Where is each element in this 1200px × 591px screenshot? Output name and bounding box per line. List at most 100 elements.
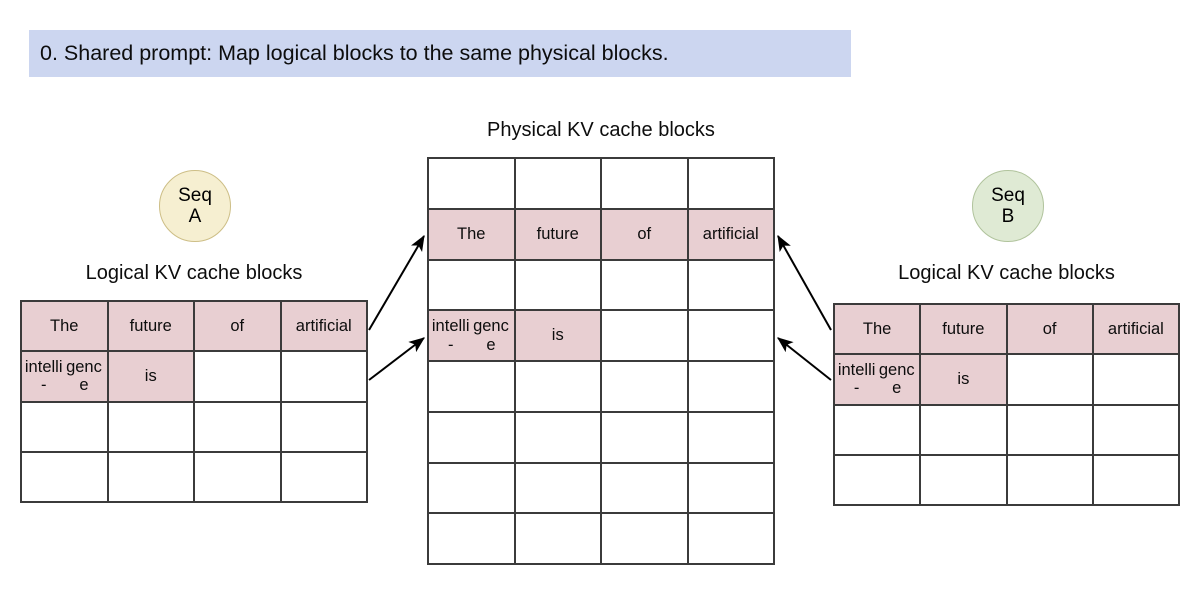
kv-cell [688, 514, 775, 565]
physical-kv-grid: The future of artificial intelli-gence is [427, 157, 775, 565]
kv-cell-text: is [957, 370, 970, 389]
kv-cell-text: gence [878, 360, 915, 398]
kv-cell: future [108, 302, 195, 353]
seq-b-label-line2: B [1001, 206, 1015, 227]
kv-cell-text: of [1042, 319, 1057, 338]
seq-a-label-line2: A [188, 206, 202, 227]
arrow-seq-b-row1-to-physical-row2 [777, 234, 832, 331]
kv-cell [602, 159, 689, 210]
kv-cell [835, 455, 922, 506]
kv-cell [429, 260, 516, 312]
kv-cell [688, 159, 775, 210]
kv-cell-text: is [144, 367, 157, 386]
kv-cell-text: The [50, 316, 79, 335]
kv-cell: The [429, 209, 516, 261]
kv-cell-text: is [551, 326, 564, 345]
kv-cell-text: intelli- [837, 360, 876, 398]
arrow-seq-a-row1-to-physical-row2 [368, 234, 425, 331]
kv-cell [1093, 355, 1180, 406]
kv-cell-text: of [637, 224, 652, 243]
kv-cell [688, 311, 775, 362]
kv-cell [921, 405, 1008, 456]
kv-cell [1007, 355, 1094, 406]
kv-cell-text: artificial [295, 316, 352, 335]
kv-cell [429, 514, 516, 565]
kv-cell [835, 405, 922, 456]
kv-cell [515, 463, 602, 515]
kv-cell: intelli-gence [835, 355, 922, 406]
kv-cell [22, 452, 109, 503]
kv-cell: artificial [688, 209, 775, 261]
kv-cell [195, 352, 282, 403]
kv-cell [602, 311, 689, 362]
kv-cell: intelli-gence [22, 352, 109, 403]
kv-cell-text: intelli- [24, 357, 63, 395]
seq-a-logical-grid: The future of artificial intelli-gence is [20, 300, 368, 503]
kv-cell-text: gence [66, 357, 102, 395]
kv-cell [515, 514, 602, 565]
kv-cell: intelli-gence [429, 311, 516, 362]
kv-cell-text: future [536, 224, 579, 243]
kv-cell [515, 362, 602, 413]
kv-cell: is [921, 355, 1008, 406]
kv-cell [602, 463, 689, 515]
kv-cell-text: artificial [1107, 319, 1164, 338]
kv-cell [688, 463, 775, 515]
kv-cell-text: of [230, 316, 245, 335]
kv-cell [1007, 405, 1094, 456]
kv-cell [1007, 455, 1094, 506]
kv-cell-text: artificial [702, 224, 759, 243]
kv-cell [108, 452, 195, 503]
kv-cell-text: gence [473, 317, 509, 354]
kv-cell [22, 402, 109, 453]
kv-cell [602, 260, 689, 312]
kv-cell-text: future [942, 319, 985, 338]
kv-cell: is [515, 311, 602, 362]
kv-cell: future [921, 305, 1008, 356]
kv-cell [281, 402, 368, 453]
kv-cell: of [602, 209, 689, 261]
kv-cell [429, 159, 516, 210]
kv-cell [429, 362, 516, 413]
kv-cell: The [22, 302, 109, 353]
step-banner-text: 0. Shared prompt: Map logical blocks to … [40, 40, 669, 65]
kv-cell [602, 412, 689, 464]
kv-cell [688, 412, 775, 464]
kv-cell [688, 362, 775, 413]
kv-cell-text: The [862, 319, 892, 338]
seq-a-label-line1: Seq [178, 184, 212, 206]
step-banner: 0. Shared prompt: Map logical blocks to … [29, 30, 851, 77]
kv-cell [195, 452, 282, 503]
kv-cell-text: The [457, 224, 486, 243]
kv-cell [602, 362, 689, 413]
seq-a-grid-caption: Logical KV cache blocks [85, 262, 303, 284]
kv-cell [515, 159, 602, 210]
kv-cell: artificial [281, 302, 368, 353]
kv-cell [281, 452, 368, 503]
kv-cell: of [1007, 305, 1094, 356]
kv-cell [195, 402, 282, 453]
kv-cell [515, 260, 602, 312]
kv-cell: of [195, 302, 282, 353]
seq-a-badge: Seq A [159, 170, 231, 242]
seq-b-logical-grid: The future of artificial intelli-gence is [833, 303, 1180, 506]
kv-cell [429, 412, 516, 464]
kv-cell [921, 455, 1008, 506]
kv-cell [1093, 405, 1180, 456]
kv-cell [515, 412, 602, 464]
kv-cell [281, 352, 368, 403]
kv-cell [108, 402, 195, 453]
kv-cell [602, 514, 689, 565]
arrow-seq-a-row2-to-physical-row4 [368, 337, 425, 381]
kv-cell: is [108, 352, 195, 403]
kv-cell-text: future [129, 316, 172, 335]
kv-cell: artificial [1093, 305, 1180, 356]
kv-cell: The [835, 305, 922, 356]
seq-b-grid-caption: Logical KV cache blocks [898, 262, 1115, 284]
kv-cell [1093, 455, 1180, 506]
kv-cell: future [515, 209, 602, 261]
kv-cell [688, 260, 775, 312]
arrow-seq-b-row2-to-physical-row4 [777, 337, 832, 381]
kv-cell-text: intelli- [431, 317, 470, 354]
